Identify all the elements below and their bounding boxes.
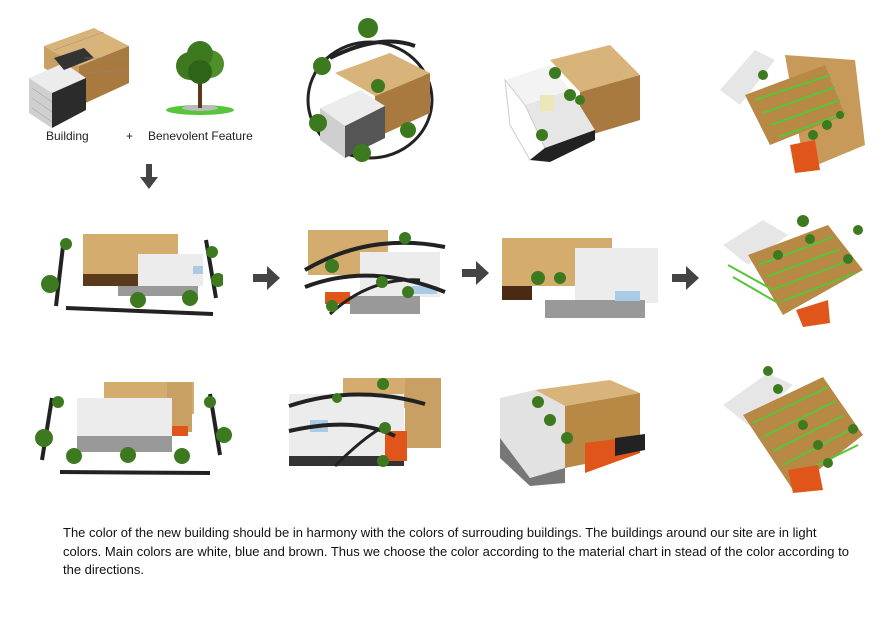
down-arrow-icon: [139, 164, 159, 190]
right-arrow-icon-3: [672, 265, 700, 291]
label-plus: +: [126, 129, 134, 143]
building-model-isometric: [24, 28, 134, 128]
caption-text: The color of the new building should be …: [63, 525, 849, 577]
building-with-trees-circle: [300, 18, 440, 168]
elevation-view-1: [38, 228, 223, 320]
building-with-courtyard-trees: [500, 40, 640, 165]
perspective-model-orange: [495, 378, 655, 488]
label-building: Building: [46, 129, 89, 143]
label-benevolent-feature: Benevolent Feature: [148, 129, 253, 143]
elevation-view-4: [32, 380, 237, 480]
elevation-view-3: [500, 236, 660, 321]
right-arrow-icon-1: [253, 265, 281, 291]
terraced-green-roof-model-1: [715, 45, 865, 175]
terraced-green-roof-model-2: [718, 215, 868, 330]
terraced-green-roof-model-3: [718, 365, 868, 495]
elevation-view-5: [285, 376, 445, 471]
right-arrow-icon-2: [462, 260, 490, 286]
tree-illustration: [160, 38, 240, 118]
elevation-view-2: [300, 222, 450, 322]
